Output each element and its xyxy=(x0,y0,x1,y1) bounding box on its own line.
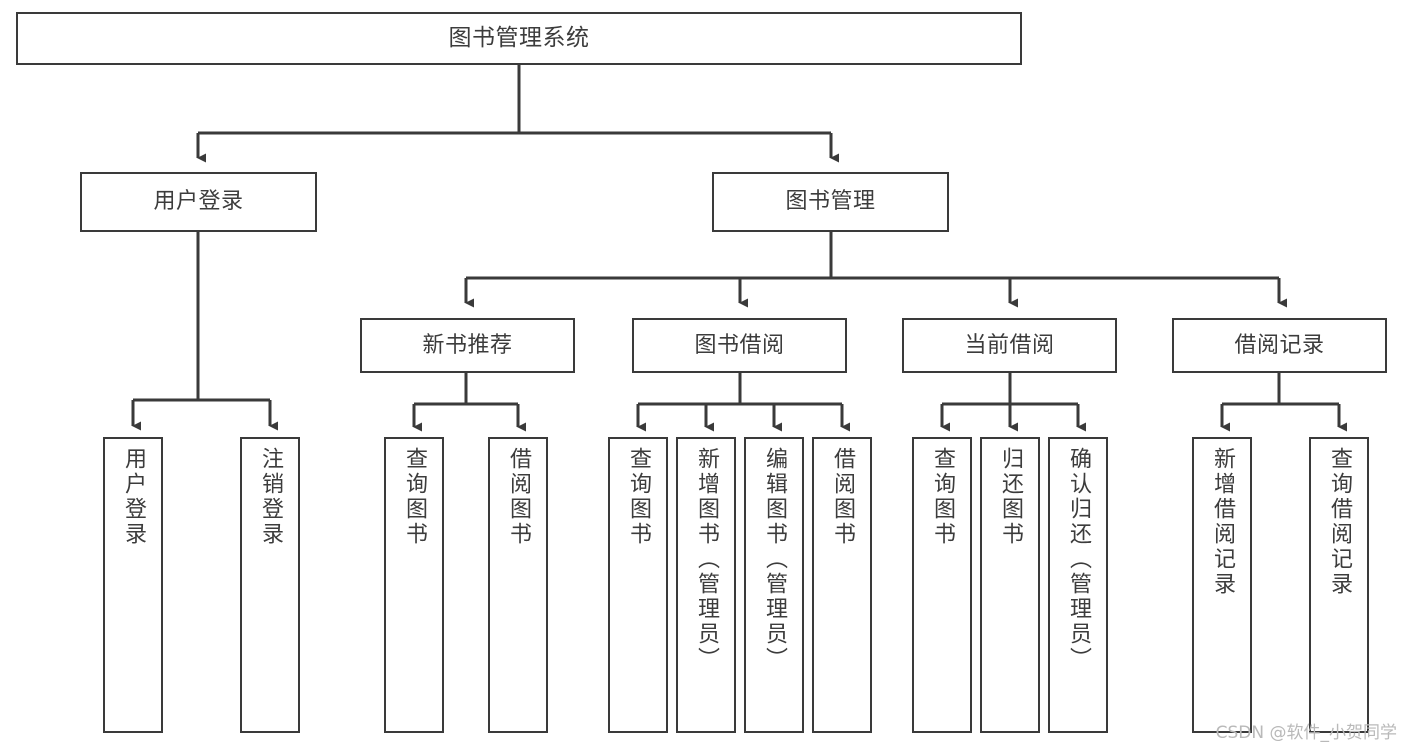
node-leaf-add-record[interactable]: 新增借阅记录 xyxy=(1192,437,1252,733)
node-label: 新增借阅记录 xyxy=(1210,447,1235,597)
node-label: 确认归还（管理员） xyxy=(1066,447,1091,672)
node-leaf-query-book-1[interactable]: 查询图书 xyxy=(384,437,444,733)
node-book-borrow[interactable]: 图书借阅 xyxy=(632,318,847,373)
node-label: 新增图书（管理员） xyxy=(694,447,719,672)
node-leaf-logout[interactable]: 注销登录 xyxy=(240,437,300,733)
node-leaf-borrow-book-1[interactable]: 借阅图书 xyxy=(488,437,548,733)
node-label: 用户登录 xyxy=(121,447,146,547)
node-leaf-add-book[interactable]: 新增图书（管理员） xyxy=(676,437,736,733)
node-label: 借阅记录 xyxy=(1234,332,1325,358)
node-label: 借阅图书 xyxy=(830,447,855,547)
node-leaf-user-login[interactable]: 用户登录 xyxy=(103,437,163,733)
node-borrow-record[interactable]: 借阅记录 xyxy=(1172,318,1387,373)
node-label: 借阅图书 xyxy=(506,447,531,547)
csdn-watermark: CSDN @软件_小贺同学 xyxy=(1215,723,1397,743)
node-leaf-return-book[interactable]: 归还图书 xyxy=(980,437,1040,733)
node-leaf-borrow-book-2[interactable]: 借阅图书 xyxy=(812,437,872,733)
node-current-borrow[interactable]: 当前借阅 xyxy=(902,318,1117,373)
node-label: 图书管理系统 xyxy=(448,25,590,52)
node-label: 编辑图书（管理员） xyxy=(762,447,787,672)
node-label: 查询图书 xyxy=(930,447,955,547)
node-label: 注销登录 xyxy=(258,447,283,547)
node-label: 归还图书 xyxy=(998,447,1023,547)
node-label: 查询图书 xyxy=(402,447,427,547)
node-label: 查询借阅记录 xyxy=(1327,447,1352,597)
node-leaf-confirm-return[interactable]: 确认归还（管理员） xyxy=(1048,437,1108,733)
node-label: 查询图书 xyxy=(626,447,651,547)
node-book-manage[interactable]: 图书管理 xyxy=(712,172,949,232)
node-user-login[interactable]: 用户登录 xyxy=(80,172,317,232)
node-label: 用户登录 xyxy=(153,189,244,215)
node-label: 图书管理 xyxy=(785,189,876,215)
node-root-system[interactable]: 图书管理系统 xyxy=(16,12,1022,65)
node-label: 新书推荐 xyxy=(422,332,513,358)
node-leaf-query-record[interactable]: 查询借阅记录 xyxy=(1309,437,1369,733)
node-leaf-query-book-3[interactable]: 查询图书 xyxy=(912,437,972,733)
node-leaf-query-book-2[interactable]: 查询图书 xyxy=(608,437,668,733)
node-label: 当前借阅 xyxy=(964,332,1055,358)
node-label: 图书借阅 xyxy=(694,332,785,358)
node-new-book-recommend[interactable]: 新书推荐 xyxy=(360,318,575,373)
node-leaf-edit-book[interactable]: 编辑图书（管理员） xyxy=(744,437,804,733)
